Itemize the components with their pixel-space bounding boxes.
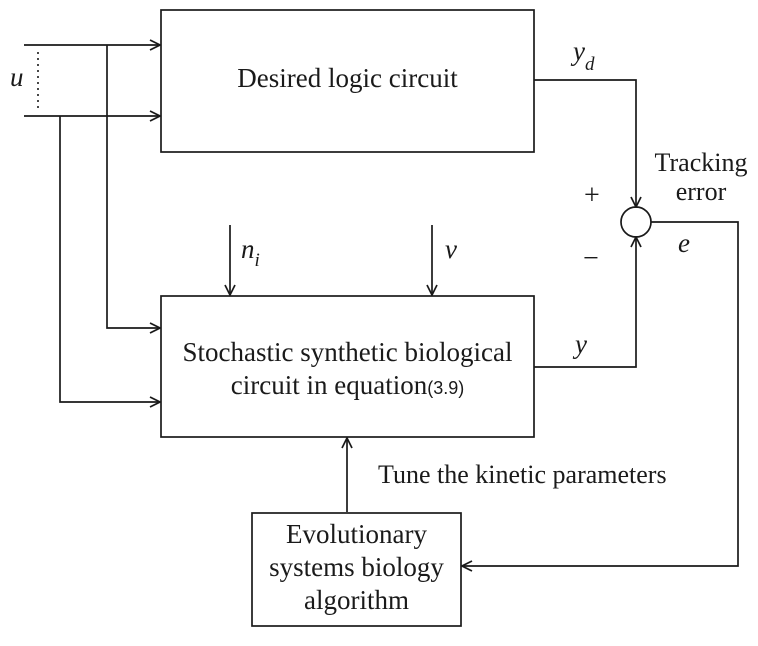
tune-parameters-label: Tune the kinetic parameters	[378, 460, 667, 489]
stochastic-circuit-label: Stochastic synthetic biological circuit …	[161, 336, 534, 405]
evolutionary-line3: algorithm	[304, 585, 409, 615]
ni-main: n	[241, 234, 255, 264]
evolutionary-algorithm-label: Evolutionary systems biology algorithm	[252, 518, 461, 617]
plus-sign: +	[584, 180, 600, 211]
ni-subscript: i	[254, 250, 260, 271]
tracking-error-line2: error	[675, 177, 727, 206]
equation-reference: (3.9)	[427, 378, 465, 398]
summing-junction	[620, 206, 652, 238]
desired-logic-circuit-label: Desired logic circuit	[237, 63, 458, 93]
stochastic-circuit-line2: circuit in equation(3.9)	[161, 369, 534, 405]
yd-label: yd	[573, 36, 594, 75]
desired-logic-circuit-box	[160, 9, 535, 153]
evolutionary-line1: Evolutionary	[286, 519, 427, 549]
stochastic-circuit-line1: Stochastic synthetic biological	[182, 337, 513, 367]
tracking-error-line1: Tracking	[654, 148, 748, 177]
error-e-label: e	[678, 228, 690, 258]
stochastic-circuit-line2-text: circuit in equation	[230, 370, 428, 400]
error-feedback-line	[462, 221, 739, 566]
evolutionary-line2: systems biology	[269, 552, 444, 582]
branch-bottom-input	[59, 116, 160, 402]
tracking-error-label: Tracking error	[646, 148, 756, 206]
y-output-line	[534, 237, 636, 368]
y-label: y	[575, 329, 587, 359]
branch-top-input	[106, 45, 160, 328]
v-label: v	[445, 234, 457, 264]
minus-sign: −	[583, 243, 599, 274]
input-u-label: u	[10, 62, 24, 92]
yd-output-line	[534, 79, 636, 207]
yd-subscript: d	[584, 54, 595, 75]
yd-main: y	[573, 36, 585, 66]
ni-label: ni	[241, 234, 260, 271]
